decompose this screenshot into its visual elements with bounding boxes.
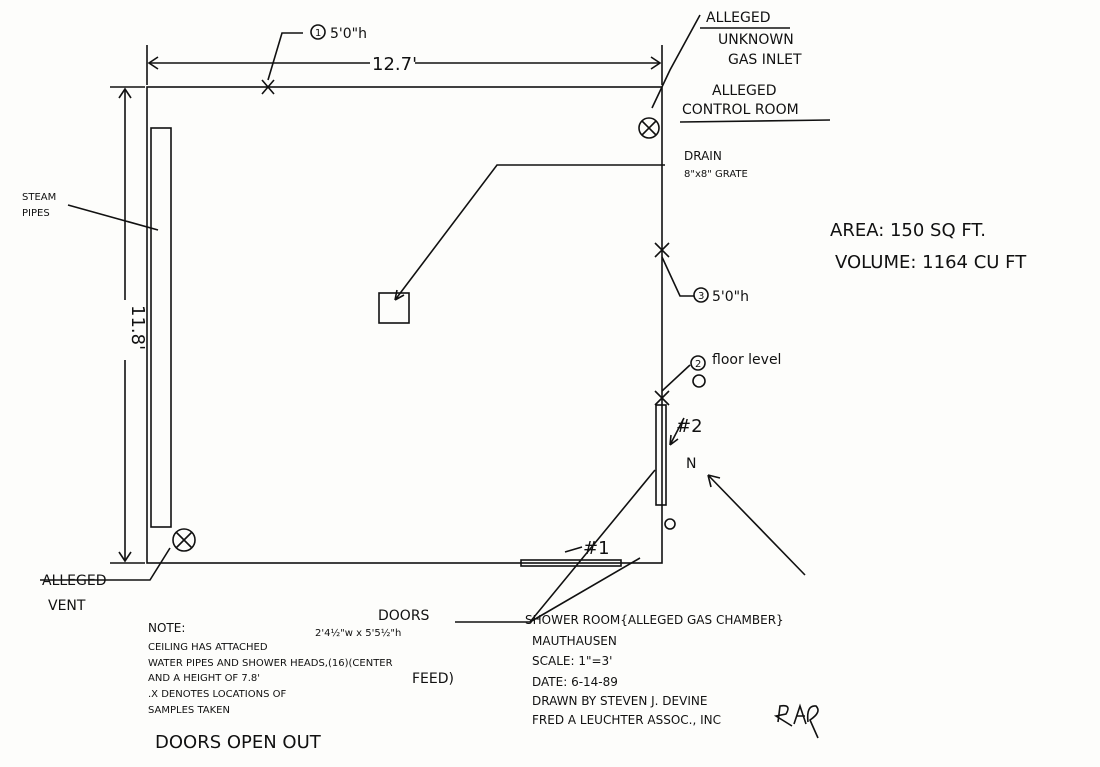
note-line-1: CEILING HAS ATTACHED xyxy=(148,642,268,653)
sample-2-label: floor level xyxy=(712,352,781,368)
sample-2-num: 2 xyxy=(695,359,701,370)
room-outline xyxy=(146,86,663,564)
initials-signature xyxy=(773,703,819,739)
vent-icon xyxy=(172,528,196,552)
note-line-3: AND A HEIGHT OF 7.8' xyxy=(148,673,260,684)
drain-size-label: 8"x8" GRATE xyxy=(684,169,748,180)
doors-open-label: DOORS OPEN OUT xyxy=(155,732,322,753)
volume-label: VOLUME: 1164 CU FT xyxy=(835,252,1027,273)
gas-inlet-label-3: GAS INLET xyxy=(728,52,802,68)
sample-1-num: 1 xyxy=(315,28,321,39)
drain-grate xyxy=(378,292,410,324)
door-2-label: #2 xyxy=(676,416,703,437)
sample-3-num: 3 xyxy=(698,291,704,302)
company-label: FRED A LEUCHTER ASSOC., INC xyxy=(532,713,721,727)
control-room-label-1: ALLEGED xyxy=(712,83,777,99)
gas-inlet-label-1: ALLEGED xyxy=(706,10,771,26)
steam-pipes xyxy=(150,127,172,528)
drawn-by-label: DRAWN BY STEVEN J. DEVINE xyxy=(532,694,707,708)
sample-1-label: 5'0"h xyxy=(330,26,367,42)
location-label: MAUTHAUSEN xyxy=(532,634,617,648)
vent-label-1: ALLEGED xyxy=(42,573,107,589)
drawing-title: SHOWER ROOM{ALLEGED GAS CHAMBER} xyxy=(525,613,784,627)
sample-x-1 xyxy=(261,79,275,95)
door-1 xyxy=(520,559,622,567)
area-label: AREA: 150 SQ FT. xyxy=(830,220,986,241)
note-heading: NOTE: xyxy=(148,621,185,635)
door-1-label: #1 xyxy=(583,538,610,559)
gas-inlet-icon xyxy=(638,117,660,139)
gas-inlet-label-2: UNKNOWN xyxy=(718,32,794,48)
door-2 xyxy=(655,404,667,506)
length-dimension: 11.8' xyxy=(110,86,148,564)
vent-label-2: VENT xyxy=(48,598,86,614)
note-line-5: SAMPLES TAKEN xyxy=(148,705,230,716)
note-line-2: WATER PIPES AND SHOWER HEADS,(16)(CENTER xyxy=(148,658,393,669)
scale-label: SCALE: 1"=3' xyxy=(532,654,612,668)
date-label: DATE: 6-14-89 xyxy=(532,675,618,689)
length-label: 11.8' xyxy=(127,305,148,350)
sample-3-label: 5'0"h xyxy=(712,289,749,305)
width-dimension: 12.7' xyxy=(146,45,663,85)
sample-x-2 xyxy=(654,390,670,406)
doors-label: DOORS xyxy=(378,608,430,624)
doors-size-label: 2'4½"w x 5'5½"h xyxy=(315,627,401,639)
control-room-label-2: CONTROL ROOM xyxy=(682,102,799,118)
note-line-4: .X DENOTES LOCATIONS OF xyxy=(148,689,286,700)
note-feed: FEED) xyxy=(412,671,454,687)
north-label: N xyxy=(686,456,696,472)
steam-label: STEAM xyxy=(22,192,56,203)
width-label: 12.7' xyxy=(372,54,417,75)
drain-label: DRAIN xyxy=(684,149,722,163)
sample-x-3 xyxy=(654,242,670,258)
pipes-label: PIPES xyxy=(22,208,50,219)
